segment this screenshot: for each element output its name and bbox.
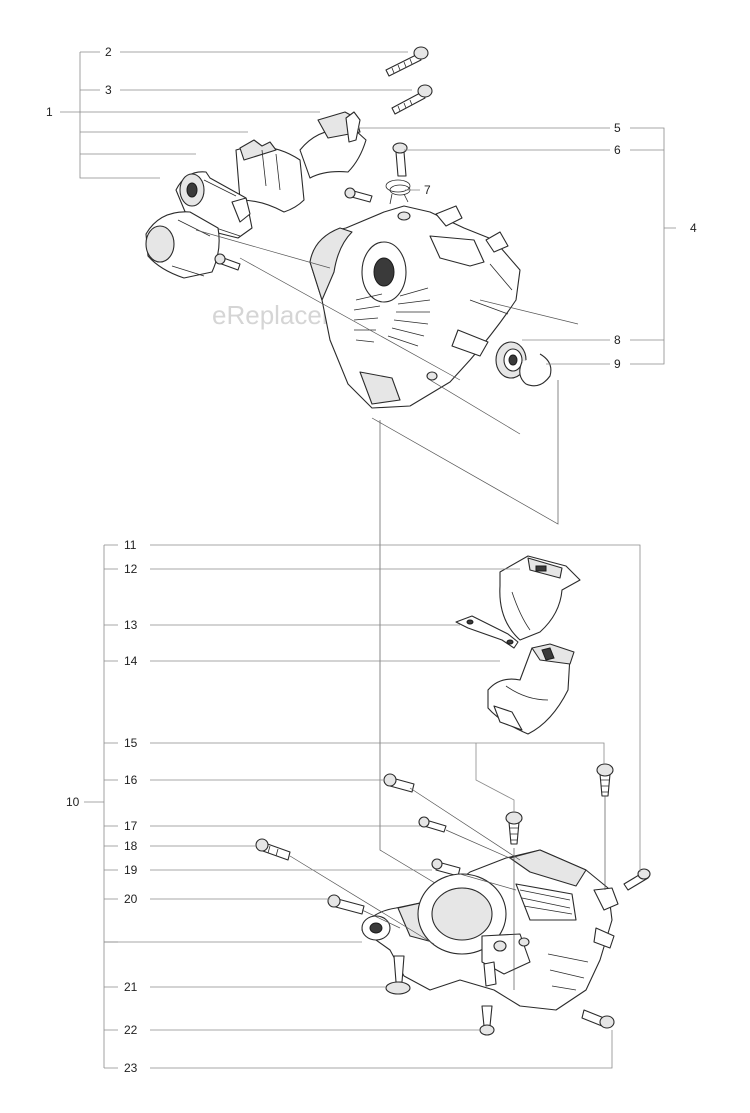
callout-16: 16 — [124, 773, 138, 787]
part-23-screw — [581, 1009, 615, 1029]
part-22-screw — [479, 1005, 495, 1036]
callout-8: 8 — [614, 333, 621, 347]
callout-10: 10 — [66, 795, 80, 809]
callout-11: 11 — [124, 538, 137, 552]
leader-lines — [60, 51, 676, 1069]
callout-4: 4 — [690, 221, 697, 235]
axis-line-upper — [195, 229, 579, 435]
callout-7: 7 — [424, 183, 431, 197]
part-18-screw — [255, 838, 291, 861]
part-small-screw-b — [214, 253, 241, 271]
part-crankcase-half-lower — [361, 849, 619, 1011]
upper-assembly — [145, 46, 579, 435]
lower-assembly — [255, 555, 651, 1036]
callout-12: 12 — [124, 562, 138, 576]
part-bearing-cap-upper-right — [299, 111, 367, 179]
part-2-screw — [385, 46, 429, 77]
part-15-screw-right — [596, 763, 614, 797]
part-9-circlip — [519, 353, 552, 387]
callout-6: 6 — [614, 143, 621, 157]
callout-13: 13 — [124, 618, 138, 632]
part-16-screw — [383, 773, 415, 793]
part-13-clip — [455, 615, 519, 649]
callout-1: 1 — [46, 105, 53, 119]
callout-21: 21 — [124, 980, 138, 994]
connector-lines — [371, 380, 559, 899]
callout-15: 15 — [124, 736, 138, 750]
callout-17: 17 — [124, 819, 138, 833]
part-cylinder-sleeve — [145, 211, 220, 279]
part-bearing-housing — [175, 171, 253, 239]
callout-22: 22 — [124, 1023, 138, 1037]
part-19-screw — [431, 858, 461, 877]
callout-14: 14 — [124, 654, 138, 668]
part-7-spring — [385, 179, 411, 205]
part-17-screw — [418, 816, 447, 833]
part-6-screw — [392, 142, 408, 177]
callout-23: 23 — [124, 1061, 138, 1075]
callout-9: 9 — [614, 357, 621, 371]
part-bearing-cap-upper-left — [235, 139, 305, 213]
axis-line-lower — [289, 787, 606, 990]
callout-2: 2 — [105, 45, 112, 59]
callout-3: 3 — [105, 83, 112, 97]
callout-18: 18 — [124, 839, 138, 853]
callout-20: 20 — [124, 892, 138, 906]
part-11-screw — [623, 868, 651, 891]
part-15-screw-center — [505, 811, 523, 845]
callout-5: 5 — [614, 121, 621, 135]
part-14-bearing-cap — [487, 643, 575, 735]
part-20-screw — [327, 894, 365, 915]
callout-19: 19 — [124, 863, 138, 877]
part-crankcase-half-upper — [309, 205, 521, 409]
callout-labels: 1 2 3 4 5 6 7 8 9 10 11 12 13 14 15 16 1… — [46, 45, 697, 1075]
part-8-seal — [495, 341, 527, 379]
part-12-bearing-cap — [499, 555, 581, 641]
part-small-screw-a — [344, 187, 373, 203]
part-3-screw — [391, 84, 433, 115]
part-21-washer-screw — [385, 955, 411, 995]
